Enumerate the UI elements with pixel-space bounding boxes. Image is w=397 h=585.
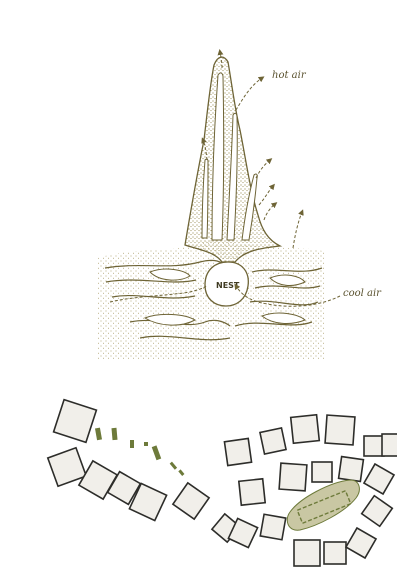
plan-square (294, 540, 320, 566)
plan-square (224, 438, 251, 465)
plan-square (54, 400, 97, 443)
plan-square (339, 457, 364, 482)
plan-square (260, 514, 285, 539)
plan-square (362, 496, 393, 527)
plan-square (346, 528, 376, 558)
cool-air-label: cool air (343, 288, 382, 299)
plan-square (324, 542, 346, 564)
termite-mound: NEST hot air cool air (98, 52, 382, 360)
plan-square (173, 483, 209, 519)
plan-square (239, 479, 265, 505)
plan-square (312, 462, 332, 482)
plan-square (291, 415, 320, 444)
plan-square (364, 436, 384, 456)
green-path-marks (95, 428, 184, 476)
plan-square (325, 415, 355, 445)
plan-square (279, 463, 307, 491)
plan-square (364, 464, 394, 494)
hot-air-label: hot air (272, 70, 307, 81)
plan-square (260, 428, 286, 454)
nest-label: NEST (216, 281, 240, 290)
plan-square (382, 434, 397, 456)
plan-square (48, 448, 86, 486)
